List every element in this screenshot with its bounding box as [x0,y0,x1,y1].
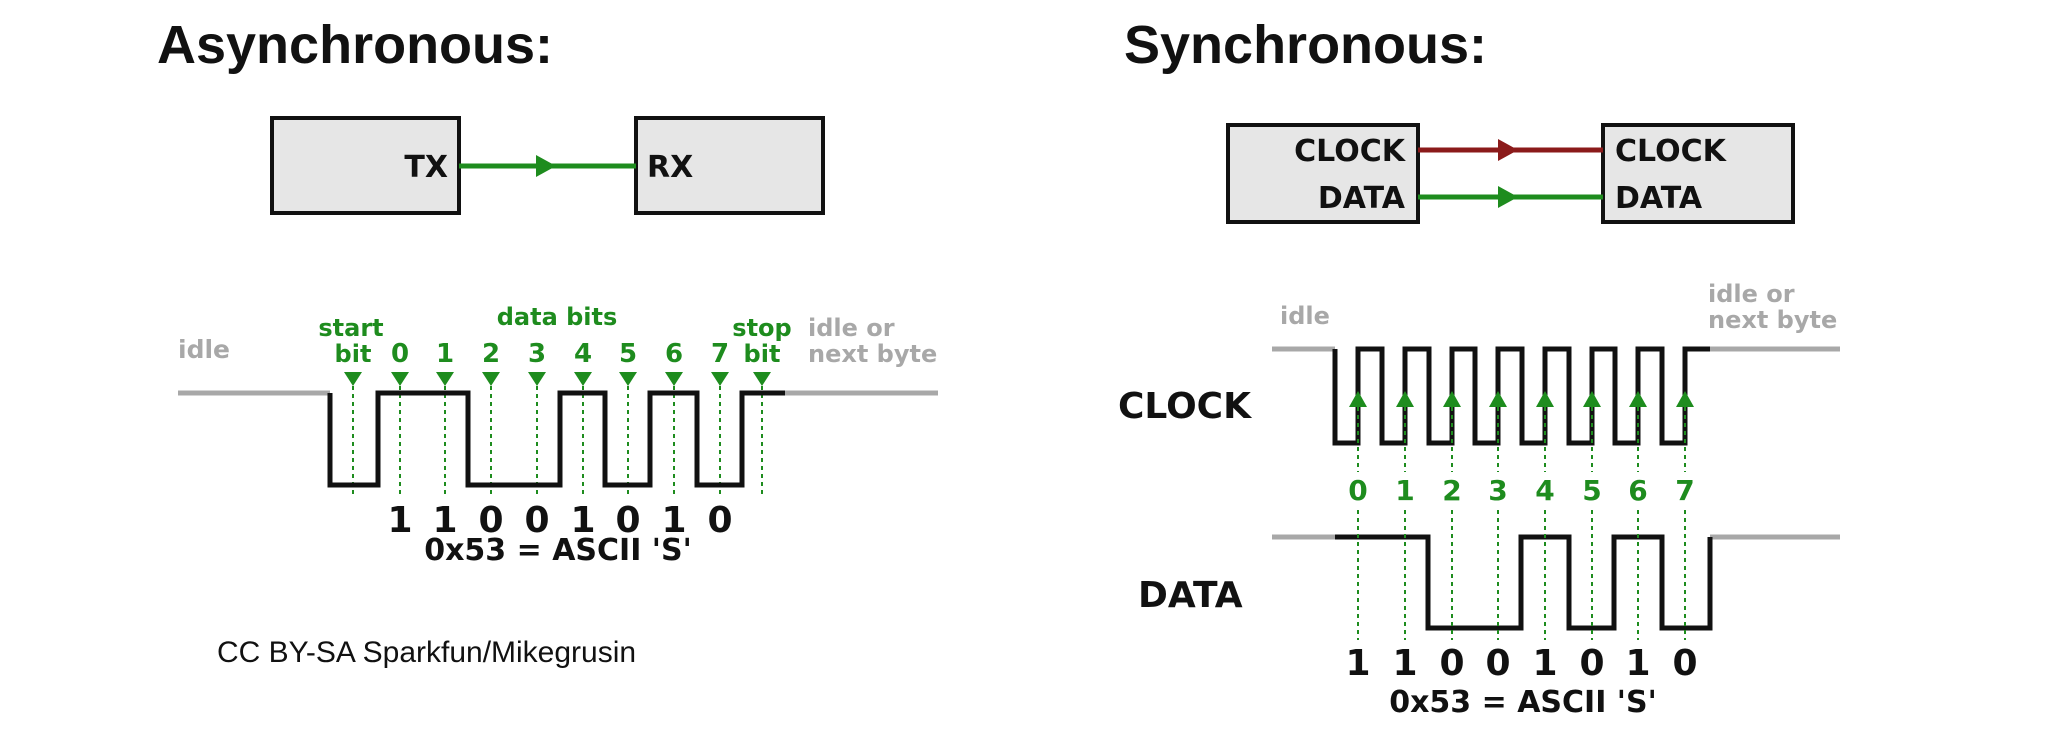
bit-marker-arrow [711,372,729,386]
sync-sample-lines [1357,510,1686,640]
bit-marker-arrow [482,372,500,386]
sync-bit-index: 4 [1535,474,1554,507]
async-bit-value: 1 [432,500,457,541]
data-signal-label: DATA [1138,575,1243,616]
async-idle-next-line2: next byte [808,340,937,368]
tx-rx-arrow [536,155,556,177]
rising-edge-arrow [1629,391,1647,407]
async-bit-value: 0 [478,500,503,541]
sync-idle-label: idle [1280,302,1330,330]
credit-text: CC BY-SA Sparkfun/Mikegrusin [217,636,637,669]
sync-bit-index: 3 [1488,474,1507,507]
sync-bit-value: 1 [1392,643,1417,684]
sync-bit-value: 0 [1579,643,1604,684]
async-bit-index: 2 [482,339,500,369]
tx-box [270,116,461,215]
sync-caption: 0x53 = ASCII 'S' [1389,685,1657,720]
bit-marker-arrow [574,372,592,386]
sync-block-diagram: CLOCK DATA CLOCK DATA [1226,123,1795,224]
start-bit-label-line1: start [318,314,383,342]
sync-right-box [1601,123,1795,224]
clock-waveform [1332,346,1710,446]
rx-label: RX [647,150,693,185]
bit-marker-arrow [753,372,771,386]
sync-bit-index: 5 [1582,474,1601,507]
async-bit-index: 5 [619,339,637,369]
rising-edge-arrow [1536,391,1554,407]
sync-bit-index: 1 [1395,474,1414,507]
rising-edge-arrow [1396,391,1414,407]
async-bit-index: 6 [665,339,683,369]
async-caption: 0x53 = ASCII 'S' [424,533,692,568]
data-bits-label: data bits [497,303,618,331]
stop-bit-label-line2: bit [744,340,781,368]
start-bit-label-line2: bit [335,340,372,368]
async-bit-value: 0 [524,500,549,541]
left-data-label: DATA [1318,181,1406,216]
async-bit-markers [344,372,771,498]
async-idle-next-line1: idle or [808,314,895,342]
async-timing-diagram: idle start bit data bits stop bit idle o… [178,303,938,568]
tx-label: TX [404,150,448,185]
clock-wire-arrow [1498,139,1518,161]
sync-idle-next-line2: next byte [1708,306,1837,334]
sync-idle-next-line1: idle or [1708,280,1795,308]
rising-edge-arrow [1676,391,1694,407]
async-title: Asynchronous: [157,15,554,75]
sync-bit-index: 0 [1348,474,1367,507]
async-bit-index: 3 [528,339,546,369]
sync-bit-index: 7 [1675,474,1694,507]
stop-bit-label-line1: stop [732,314,791,342]
sync-bit-value: 0 [1672,643,1697,684]
rising-edge-arrow [1489,391,1507,407]
async-bit-value: 0 [707,500,732,541]
right-data-label: DATA [1615,181,1703,216]
async-bit-index: 1 [436,339,454,369]
data-wire-arrow [1498,186,1518,208]
bit-marker-arrow [344,372,362,386]
sync-bit-value: 1 [1345,643,1370,684]
sync-left-box [1226,123,1420,224]
bit-marker-arrow [665,372,683,386]
sync-bit-value: 1 [1532,643,1557,684]
sync-title: Synchronous: [1124,15,1488,75]
sync-bit-index: 2 [1442,474,1461,507]
async-bit-value: 1 [570,500,595,541]
async-bit-value: 1 [387,500,412,541]
clock-signal-label: CLOCK [1118,386,1252,427]
async-bit-index: 0 [391,339,409,369]
sync-bit-index: 6 [1628,474,1647,507]
async-bit-index: 4 [574,339,592,369]
right-clock-label: CLOCK [1615,134,1728,169]
clock-rising-edge-markers [1349,391,1694,472]
async-bit-value: 0 [615,500,640,541]
bit-marker-arrow [391,372,409,386]
async-idle-label: idle [178,335,230,364]
data-waveform [1335,534,1713,631]
rising-edge-arrow [1583,391,1601,407]
bit-marker-arrow [436,372,454,386]
sync-bit-value: 1 [1625,643,1650,684]
async-waveform [327,390,785,488]
async-bit-value: 1 [661,500,686,541]
bit-marker-arrow [528,372,546,386]
sync-bit-value: 0 [1485,643,1510,684]
bit-marker-arrow [619,372,637,386]
left-clock-label: CLOCK [1294,134,1407,169]
async-block-diagram: TX RX [270,116,825,215]
sync-bit-value: 0 [1439,643,1464,684]
rising-edge-arrow [1443,391,1461,407]
async-bit-index: 7 [711,339,729,369]
rising-edge-arrow [1349,391,1367,407]
